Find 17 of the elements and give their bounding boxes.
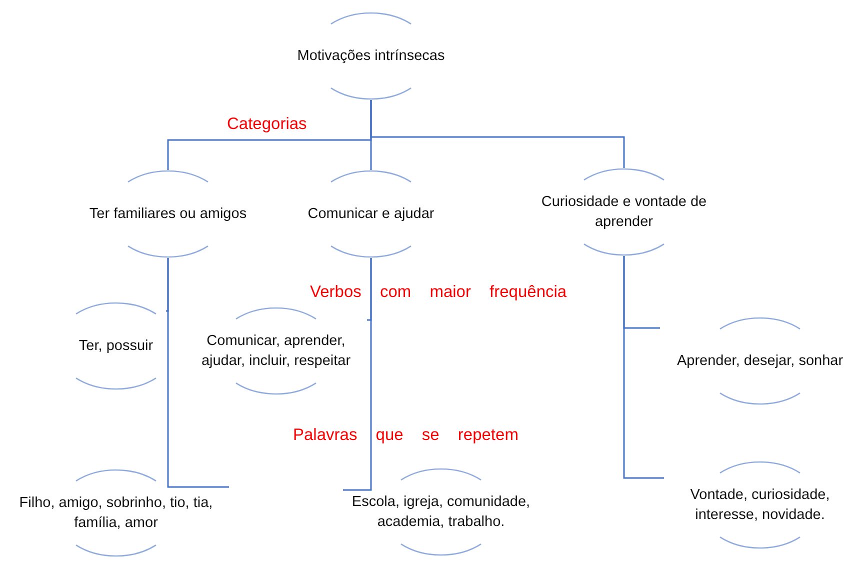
connector-line [623,256,664,479]
node-text: Vontade, curiosidade, interesse, novidade. [689,486,831,525]
node-text: Filho, amigo, sobrinho, tio, tia, família, amor [18,494,214,533]
node-text: Curiosidade e vontade de aprender [540,193,708,232]
node-text: Aprender, desejar, sonhar [676,352,844,371]
connector-line [343,258,372,491]
node-text: Comunicar, aprender, ajudar, incluir, respeitar [200,332,352,371]
node-text: Comunicar e ajudar [308,205,434,224]
node-text: Motivações intrínsecas [297,47,445,66]
connector-line [370,100,625,168]
annotation-label: Palavras que se repetem [293,426,518,445]
annotation-label: Verbos com maior frequência [310,283,567,302]
connector-line [167,258,229,488]
node-text: Ter familiares ou amigos [89,205,247,224]
node-text: Ter, possuir [78,337,154,356]
annotation-label: Categorias [227,115,307,134]
node-text: Escola, igreja, comunidade, academia, trabalho. [350,493,532,532]
